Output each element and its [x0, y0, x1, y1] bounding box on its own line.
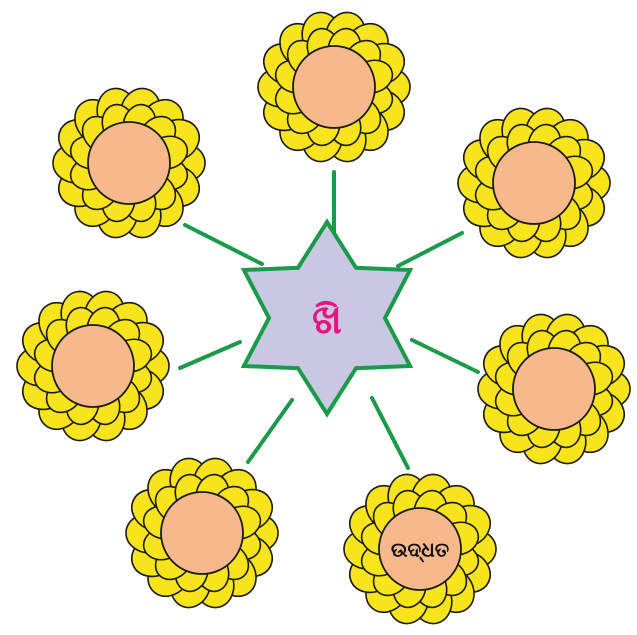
flower-top — [257, 8, 411, 165]
flower-top-left — [52, 84, 206, 241]
flower-right — [477, 310, 631, 467]
flower-disc-bottom-left — [161, 492, 243, 574]
flower-bottom-right: ଉଦ୍ଧତ — [343, 470, 497, 627]
connector-line-top-left — [185, 225, 262, 264]
flower-disc-top-right — [493, 142, 575, 224]
connector-line-left — [180, 342, 240, 368]
flower-disc-top-left — [88, 122, 170, 204]
flower-disc-left — [52, 325, 134, 407]
flower-disc-right — [513, 348, 595, 430]
flower-left — [16, 287, 170, 444]
center-star-group: ଖି — [244, 222, 410, 414]
center-label: ଖି — [312, 297, 342, 343]
connector-line-bottom-left — [248, 400, 292, 462]
flower-disc-top — [293, 46, 375, 128]
connector-line-right — [412, 340, 478, 372]
flower-label-bottom-right: ଉଦ୍ଧତ — [391, 538, 449, 563]
connector-line-top-right — [398, 233, 462, 266]
flower-bottom-left — [125, 454, 279, 611]
connector-line-bottom-right — [372, 398, 408, 468]
flower-top-right — [457, 104, 611, 261]
